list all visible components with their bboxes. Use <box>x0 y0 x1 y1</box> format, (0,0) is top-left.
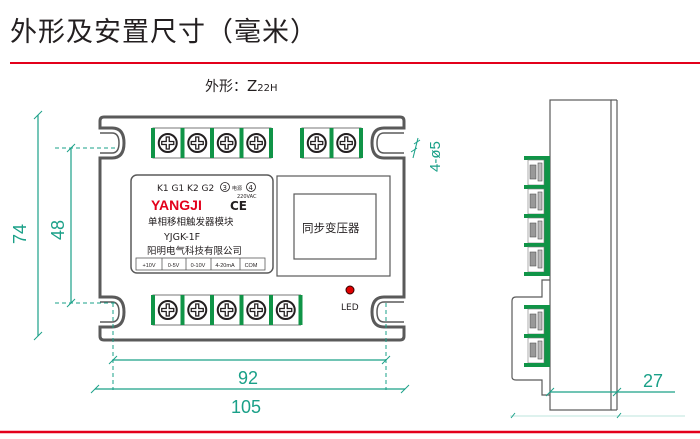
input-legend-cell: COM <box>239 258 258 270</box>
side-terminals-top <box>524 156 550 276</box>
terminal-separator <box>359 128 363 158</box>
slot-top-left <box>100 132 120 154</box>
input-legend-label: 0-10V <box>191 263 206 269</box>
side-lower-housing <box>511 279 550 396</box>
ce-mark: CE <box>230 199 247 213</box>
dim-mount-holes: 4-ø5 <box>427 141 444 172</box>
circle-4-text: 4 <box>249 184 254 192</box>
shape-label: 外形： <box>205 79 247 95</box>
screw-icon[interactable] <box>246 300 267 320</box>
dim-overall-height: 74 <box>10 224 30 244</box>
voltage-label: 220VAC <box>237 194 257 200</box>
nameplate <box>130 174 274 274</box>
terminal-separator <box>269 295 273 325</box>
terminal-separator <box>210 128 214 158</box>
terminal-separator <box>151 128 155 158</box>
terminal-block-top-right <box>300 127 363 159</box>
side-body <box>549 99 612 411</box>
screw-icon[interactable] <box>336 133 357 153</box>
screw-icon[interactable] <box>187 133 208 153</box>
side-terminal <box>524 243 550 273</box>
side-view <box>511 99 618 411</box>
model-number: YJGK-1F <box>163 232 200 243</box>
terminal-separator <box>239 295 244 325</box>
input-legend-label: 4-20mA <box>215 263 235 269</box>
terminal-separator <box>239 128 244 158</box>
screw-icon[interactable] <box>157 300 178 320</box>
slot-top-right <box>376 132 404 154</box>
slot-bottom-right <box>376 301 404 323</box>
circle-4-icon <box>246 182 256 192</box>
screw-icon[interactable] <box>275 300 296 320</box>
power-label: 电源 <box>232 185 242 192</box>
transformer-label: 同步变压器 <box>302 221 360 235</box>
dim-overall-width: 105 <box>231 397 261 417</box>
terminal-separator <box>269 128 273 158</box>
side-terminal <box>524 185 550 215</box>
screw-icon[interactable] <box>306 133 327 153</box>
screw-icon[interactable] <box>216 133 237 153</box>
terminal-labels: K1 G1 K2 G2 <box>157 184 214 194</box>
brand-logo: YANGJI <box>151 197 202 213</box>
side-terminal <box>524 156 550 186</box>
terminal-separator <box>329 128 334 158</box>
led-label: LED <box>341 303 359 313</box>
transformer-inner <box>293 193 377 260</box>
terminal-separator <box>298 295 303 325</box>
terminal-separator <box>151 295 155 325</box>
input-legend-cell: 0-5V <box>161 258 180 270</box>
dim-depth: 27 <box>643 371 663 391</box>
input-legend-label: COM <box>245 263 258 269</box>
screw-icon[interactable] <box>246 133 267 153</box>
shape-model: Z22H <box>247 77 278 95</box>
input-legend-cell: +10V <box>143 263 156 269</box>
slot-bottom-left <box>100 301 120 323</box>
screw-icon[interactable] <box>157 133 178 153</box>
input-legend-cell: 0-10V <box>185 258 206 270</box>
led-icon <box>345 285 355 295</box>
front-view: K1 G1 K2 G2 3 电源 4 220VAC YANGJI CE 单相移相… <box>98 115 406 342</box>
input-legend-cell: 4-20mA <box>210 258 235 270</box>
input-terminal-legend: +10V 0-5V 0-10V 4-20mA COM <box>135 257 266 271</box>
terminal-separator <box>300 128 304 158</box>
company-name: 阳明电气科技有限公司 <box>147 245 242 257</box>
terminal-separator <box>180 295 185 325</box>
dim-hole-spacing-vertical: 48 <box>48 220 68 240</box>
terminal-separator <box>180 128 185 158</box>
side-terminals-bottom <box>524 305 550 367</box>
side-dimensions <box>510 387 685 419</box>
side-terminal <box>524 334 550 364</box>
circle-3-icon <box>220 182 230 192</box>
circle-3-text: 3 <box>223 184 227 192</box>
input-legend-label: 0-5V <box>168 263 180 269</box>
page-title: 外形及安置尺寸（毫米） <box>10 17 318 48</box>
screw-icon[interactable] <box>216 300 237 320</box>
dim-hole-spacing-horizontal: 92 <box>238 368 258 388</box>
front-dimensions <box>33 110 421 394</box>
screw-icon[interactable] <box>187 300 208 320</box>
side-terminal <box>524 305 550 335</box>
product-name: 单相移相触发器模块 <box>148 216 234 228</box>
terminal-separator <box>210 295 214 325</box>
terminal-block-bottom <box>151 294 303 326</box>
shape-caption: 外形：Z22H <box>205 76 278 96</box>
input-legend-label: +10V <box>143 263 156 269</box>
terminal-block-top-left <box>151 127 273 159</box>
side-terminal <box>524 214 550 244</box>
